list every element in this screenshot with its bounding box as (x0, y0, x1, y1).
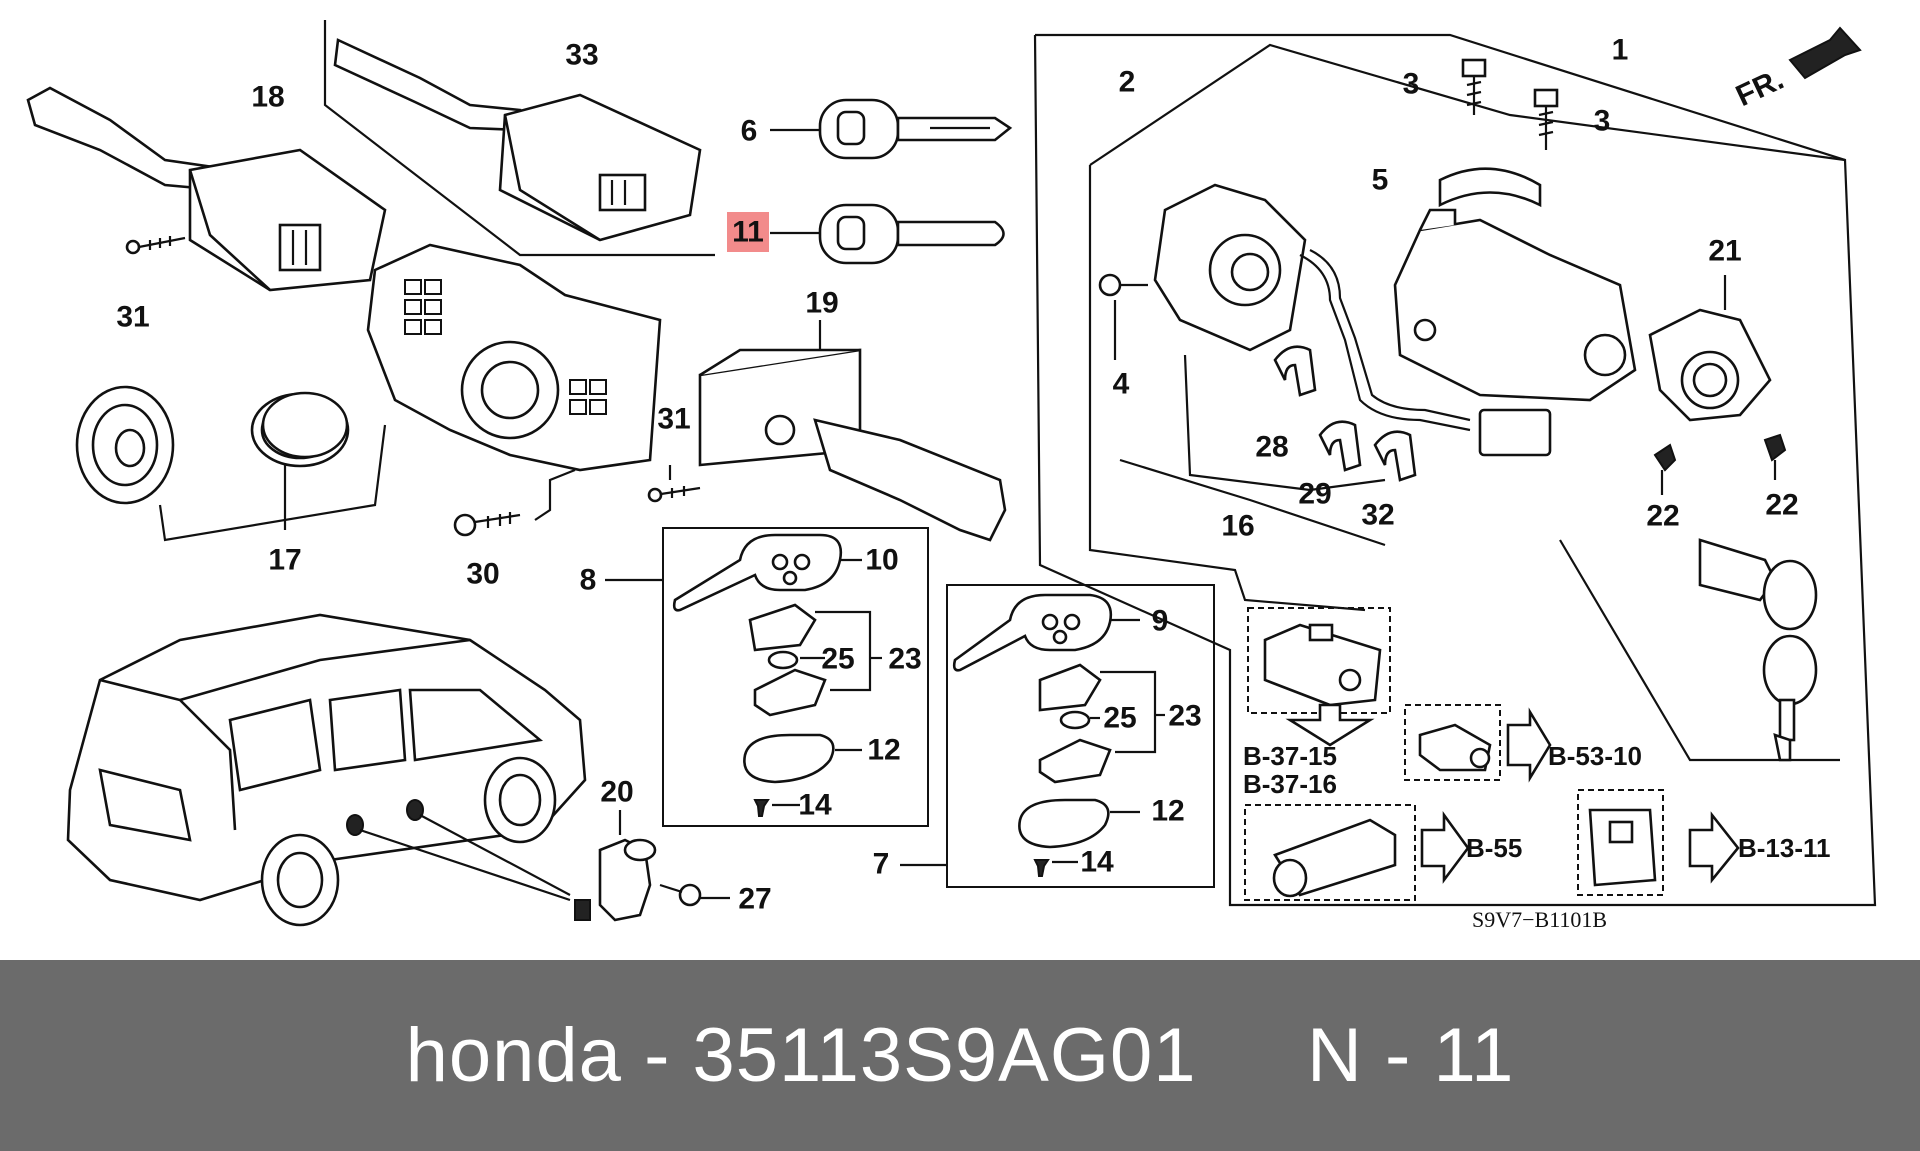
bolt-3-left (1461, 58, 1487, 115)
leader-16 (1183, 354, 1386, 492)
callout-2: 2 (1119, 66, 1136, 99)
wiper-switch-19 (698, 320, 1007, 542)
parts-diagram: 1 2 3 3 4 5 6 7 8 9 10 11 12 12 14 14 16… (26, 20, 1877, 932)
screw-22-left (1653, 443, 1677, 495)
callout-8: 8 (580, 564, 597, 597)
key-6 (818, 98, 1013, 160)
callout-9: 9 (1152, 605, 1169, 638)
turn-signal-cancel-17 (75, 385, 387, 542)
ref-part-b53 (1404, 704, 1552, 783)
callout-12a: 12 (867, 734, 900, 767)
callout-1: 1 (1612, 34, 1629, 67)
callout-14b: 14 (1080, 846, 1114, 879)
callout-11: 11 (732, 216, 764, 249)
remote-key-box-8 (605, 527, 929, 827)
callout-14a: 14 (798, 789, 832, 822)
callout-19: 19 (805, 287, 838, 320)
screw-31-center (647, 465, 701, 503)
callout-labels: 1 2 3 3 4 5 6 7 8 9 10 11 12 12 14 14 16… (116, 34, 1798, 916)
ref-b-37-16: B-37-16 (1243, 769, 1337, 799)
combination-switch-18 (26, 86, 387, 292)
callout-25b: 25 (1103, 702, 1136, 735)
bolt-27 (659, 883, 730, 907)
steering-lock-housing-2 (1153, 183, 1552, 457)
callout-12b: 12 (1151, 795, 1184, 828)
remote-key-box-7 (900, 584, 1215, 888)
clamp-28 (1273, 345, 1317, 397)
front-direction-arrow (1788, 26, 1862, 80)
highlight-box-11 (727, 212, 769, 252)
callout-7: 7 (873, 848, 890, 881)
callout-32: 32 (1361, 499, 1394, 532)
vehicle-illustration (66, 613, 587, 927)
bracket-5 (1438, 167, 1542, 208)
bolt-4 (1098, 273, 1148, 360)
exploded-parts-drawing: 1 2 3 3 4 5 6 7 8 9 10 11 12 12 14 14 16… (26, 20, 1877, 927)
callout-29: 29 (1298, 478, 1331, 511)
callout-22a: 22 (1646, 500, 1679, 533)
ref-b-37-15: B-37-15 (1243, 741, 1337, 771)
top-frame-lines (323, 20, 715, 257)
callout-10: 10 (865, 544, 898, 577)
key-cylinder-cover-21 (1648, 275, 1772, 422)
callout-18: 18 (251, 81, 284, 114)
callout-21: 21 (1708, 235, 1741, 268)
combination-switch-33 (333, 38, 702, 242)
clamp-29 (1318, 420, 1362, 472)
callout-22b: 22 (1765, 489, 1798, 522)
callout-28: 28 (1255, 431, 1288, 464)
callout-5: 5 (1372, 164, 1389, 197)
ref-b-55: B-55 (1466, 833, 1522, 863)
callout-30: 30 (466, 558, 499, 591)
part-number-caption: honda - 35113S9AG01 N - 11 (405, 1013, 1515, 1098)
reference-labels: B-37-15 B-37-16 B-53-10 B-55 B-13-11 (1243, 741, 1831, 863)
callout-3a: 3 (1403, 68, 1420, 101)
screw-30 (453, 512, 521, 537)
callout-23b: 23 (1168, 700, 1201, 733)
callout-23a: 23 (888, 643, 921, 676)
ref-part-b37 (1247, 607, 1391, 747)
drawing-code: S9V7−B1101B (1472, 907, 1608, 932)
screw-31-left (125, 236, 186, 255)
callout-25a: 25 (821, 643, 854, 676)
callout-3b: 3 (1594, 105, 1611, 138)
callout-31b: 31 (657, 403, 690, 436)
steering-lock-body-1 (1393, 208, 1637, 402)
callout-27: 27 (738, 883, 771, 916)
callout-16: 16 (1221, 510, 1254, 543)
tailgate-switch-20 (574, 810, 657, 922)
ignition-group-frame (1033, 33, 1877, 907)
ref-b-53-10: B-53-10 (1548, 741, 1642, 771)
ref-part-b13 (1577, 789, 1740, 896)
front-direction-label: FR. (1731, 63, 1789, 113)
clamp-32 (1373, 430, 1417, 482)
callout-33: 33 (565, 39, 598, 72)
callout-4: 4 (1113, 368, 1130, 401)
screw-22-right (1763, 433, 1787, 480)
ignition-keys (1698, 538, 1818, 762)
callout-20: 20 (600, 776, 633, 809)
footer-banner: honda - 35113S9AG01 N - 11 (0, 960, 1920, 1151)
ref-b-13-11: B-13-11 (1738, 833, 1831, 863)
callout-31a: 31 (116, 301, 149, 334)
cable-reel (366, 243, 662, 521)
bolt-3-right (1533, 88, 1559, 150)
ref-part-b55 (1244, 804, 1470, 901)
key-11 (818, 203, 1005, 265)
callout-17: 17 (268, 544, 301, 577)
callout-6: 6 (741, 115, 758, 148)
